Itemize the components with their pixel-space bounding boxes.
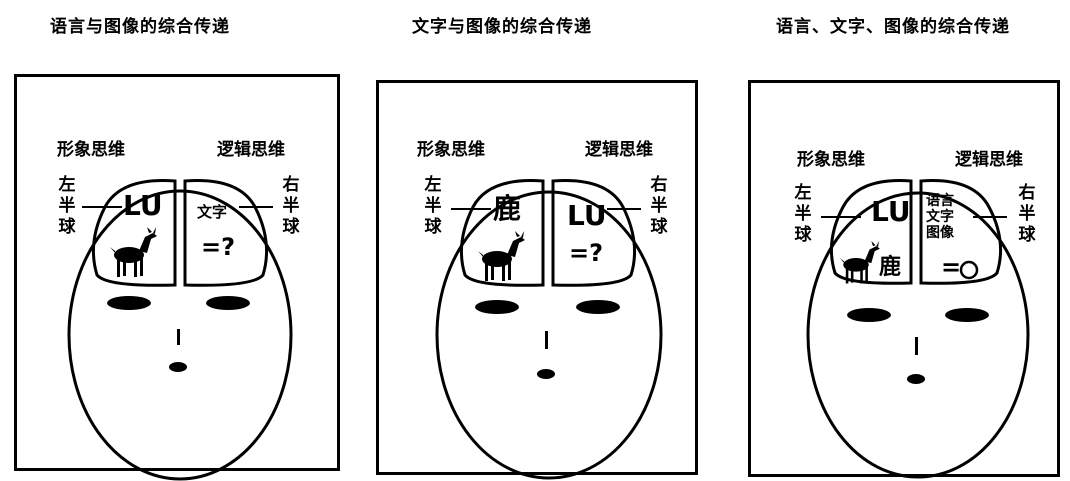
image-thinking-label: 形象思维 (57, 140, 125, 160)
right-hemisphere-text: 文字 (197, 203, 228, 221)
right-brain-label: 右半球 (1018, 183, 1036, 245)
mouth-icon (907, 374, 925, 384)
left-hemisphere-text: LU (123, 189, 163, 222)
image-thinking-label: 形象思维 (417, 140, 485, 160)
right-hemisphere (919, 179, 1003, 285)
right-hemisphere-text: LU (567, 199, 607, 232)
logic-thinking-label: 逻辑思维 (955, 150, 1023, 170)
nose-icon (545, 331, 548, 349)
deer-icon (110, 227, 157, 277)
left-hemisphere (91, 179, 177, 287)
right-eye-icon (945, 308, 989, 322)
caption-panel-3: 语言、文字、图像的综合传递 (776, 17, 1010, 37)
left-hemisphere-text: LU (871, 195, 911, 228)
deer-icon (839, 241, 880, 284)
image-thinking-label: 形象思维 (797, 150, 865, 170)
right-hemisphere-question: =? (569, 239, 604, 267)
left-hemisphere (459, 179, 545, 287)
panel-language-text-image: 形象思维 逻辑思维 左半球 右半球 LU 鹿 语言文字图像 = (748, 80, 1060, 479)
left-hemisphere (829, 179, 913, 285)
face-diagram (435, 179, 663, 480)
right-hemisphere (551, 179, 637, 287)
face-diagram (806, 179, 1030, 479)
left-hemisphere-text: 鹿 (493, 192, 522, 225)
circle-icon (959, 260, 979, 280)
nose-icon (177, 329, 180, 345)
left-eye-icon (107, 296, 151, 310)
panel-language-image: 形象思维 逻辑思维 左半球 右半球 LU 文字 =? (14, 74, 340, 481)
left-brain-label: 左半球 (794, 183, 812, 245)
left-eye-icon (847, 308, 891, 322)
right-brain-label: 右半球 (282, 175, 300, 237)
nose-icon (915, 337, 918, 355)
right-eye-icon (206, 296, 250, 310)
right-hemisphere-equals: = (941, 253, 962, 281)
right-brain-label: 右半球 (650, 175, 668, 237)
mouth-icon (537, 369, 555, 379)
left-brain-label: 左半球 (424, 175, 442, 237)
panel-text-image: 形象思维 逻辑思维 左半球 右半球 鹿 LU =? (376, 80, 698, 480)
left-brain-label: 左半球 (58, 175, 76, 237)
logic-thinking-label: 逻辑思维 (217, 140, 285, 160)
head-outline (806, 191, 1030, 479)
right-hemisphere (183, 179, 269, 287)
left-hemisphere-deer-char: 鹿 (879, 255, 902, 280)
deer-icon (478, 231, 525, 281)
logic-thinking-label: 逻辑思维 (585, 140, 653, 160)
face-diagram (67, 179, 293, 481)
caption-panel-2: 文字与图像的综合传递 (412, 17, 592, 37)
head-outline (435, 190, 663, 480)
right-hemisphere-stack: 语言文字图像 (926, 193, 954, 241)
caption-panel-1: 语言与图像的综合传递 (50, 17, 230, 37)
right-eye-icon (576, 300, 620, 314)
head-outline (67, 189, 293, 481)
right-hemisphere-question: =? (201, 233, 236, 261)
mouth-icon (169, 362, 187, 372)
left-eye-icon (475, 300, 519, 314)
